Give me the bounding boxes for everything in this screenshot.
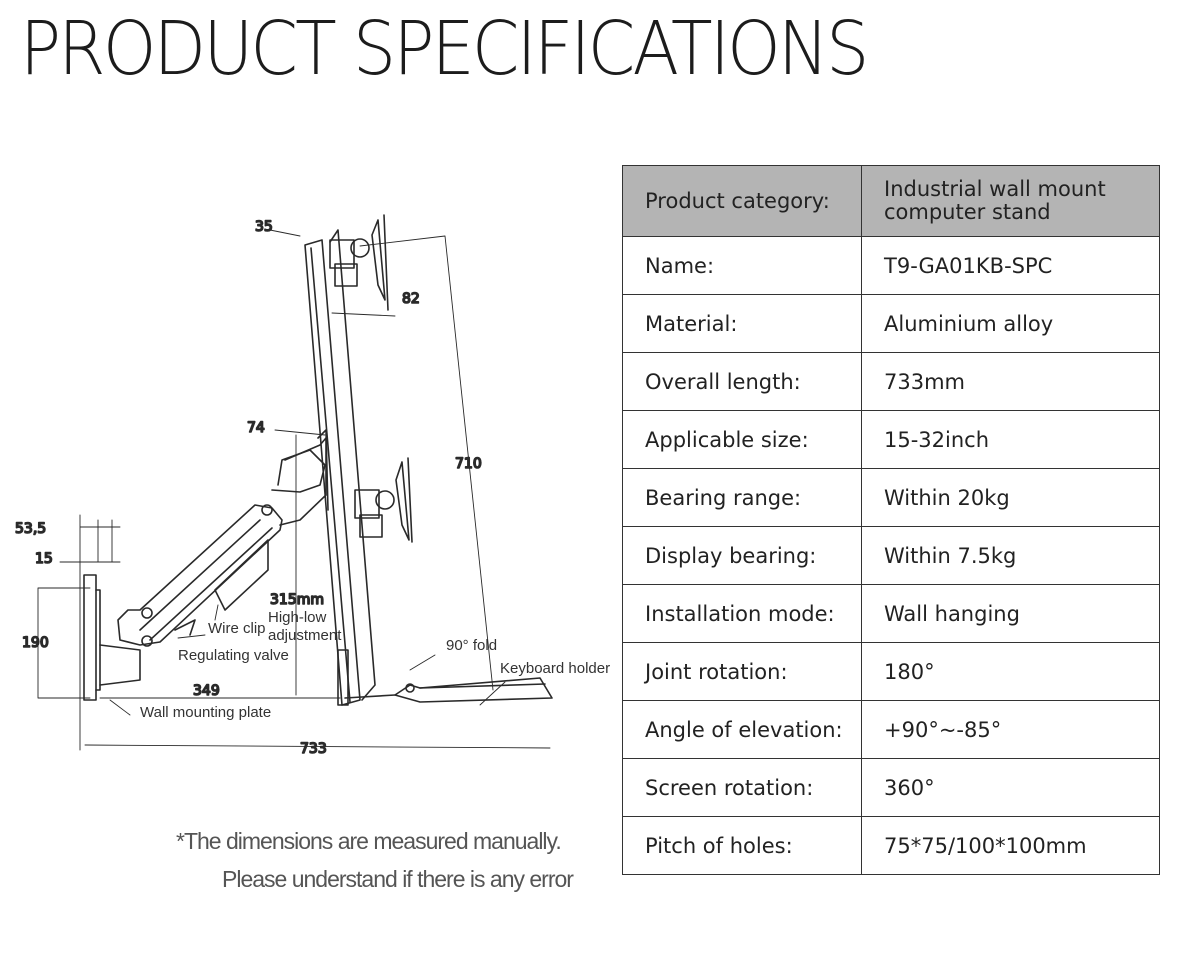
- dim-733: 733: [300, 741, 327, 757]
- spec-value: Aluminium alloy: [861, 294, 1160, 353]
- dim-190: 190: [22, 635, 49, 651]
- spec-value: T9-GA01KB-SPC: [861, 236, 1160, 295]
- measurement-note: *The dimensions are measured manually. P…: [150, 822, 610, 898]
- stand-line-drawing: 35 82 710 74 53,5 15 190 315mm 349 733 H…: [14, 214, 610, 758]
- keyboard-tray-shape: [344, 677, 553, 703]
- spec-label: Bearing range:: [622, 468, 862, 527]
- label-90-fold: 90° fold: [446, 637, 497, 654]
- label-keyboard-holder: Keyboard holder: [500, 660, 610, 677]
- spec-row-pitch-of-holes: Pitch of holes: 75*75/100*100mm: [622, 816, 1160, 875]
- spec-value: Wall hanging: [861, 584, 1160, 643]
- spec-label: Name:: [622, 236, 862, 295]
- spec-value-line-2: computer stand: [884, 200, 1051, 224]
- dim-349: 349: [193, 683, 220, 699]
- dim-74: 74: [247, 420, 265, 436]
- label-wire-clip: Wire clip: [208, 620, 266, 637]
- label-adjustment: adjustment: [268, 627, 342, 644]
- spec-value: Within 7.5kg: [861, 526, 1160, 585]
- spec-label: Overall length:: [622, 352, 862, 411]
- dim-35: 35: [255, 219, 273, 235]
- label-high-low: High-low: [268, 609, 327, 626]
- spec-label: Pitch of holes:: [622, 816, 862, 875]
- dimension-lines: [37, 229, 551, 751]
- label-regulating-valve: Regulating valve: [178, 647, 289, 664]
- spec-row-overall-length: Overall length: 733mm: [622, 352, 1160, 411]
- spec-value: Within 20kg: [861, 468, 1160, 527]
- spec-value: 75*75/100*100mm: [861, 816, 1160, 875]
- spec-row-applicable-size: Applicable size: 15-32inch: [622, 410, 1160, 469]
- page-title: PRODUCT SPECIFICATIONS: [20, 6, 869, 92]
- gas-arm-shape: [117, 504, 283, 647]
- spec-label: Screen rotation:: [622, 758, 862, 817]
- spec-value: 180°: [861, 642, 1160, 701]
- spec-value: +90°~-85°: [861, 700, 1160, 759]
- spec-label: Product category:: [622, 165, 862, 237]
- technical-drawing: 35 82 710 74 53,5 15 190 315mm 349 733 H…: [0, 190, 620, 780]
- spec-value-line-1: Industrial wall mount: [884, 177, 1106, 201]
- spec-row-product-category: Product category: Industrial wall mount …: [622, 165, 1160, 237]
- spec-value: 360°: [861, 758, 1160, 817]
- note-line-1: *The dimensions are measured manually.: [176, 828, 562, 854]
- dim-82: 82: [402, 291, 420, 307]
- spec-label: Installation mode:: [622, 584, 862, 643]
- dim-53-5: 53,5: [15, 521, 46, 537]
- spec-row-material: Material: Aluminium alloy: [622, 294, 1160, 353]
- spec-row-name: Name: T9-GA01KB-SPC: [622, 236, 1160, 295]
- label-wall-mounting-plate: Wall mounting plate: [140, 704, 271, 721]
- dim-710: 710: [455, 456, 482, 472]
- spec-row-bearing-range: Bearing range: Within 20kg: [622, 468, 1160, 527]
- spec-row-screen-rotation: Screen rotation: 360°: [622, 758, 1160, 817]
- spec-row-angle-of-elevation: Angle of elevation: +90°~-85°: [622, 700, 1160, 759]
- spec-value: 15-32inch: [861, 410, 1160, 469]
- spec-row-joint-rotation: Joint rotation: 180°: [622, 642, 1160, 701]
- spec-row-display-bearing: Display bearing: Within 7.5kg: [622, 526, 1160, 585]
- dim-315: 315mm: [270, 592, 324, 608]
- spec-label: Angle of elevation:: [622, 700, 862, 759]
- spec-table: Product category: Industrial wall mount …: [622, 165, 1160, 875]
- arm-joint-shape: [271, 429, 329, 526]
- dim-15: 15: [35, 551, 53, 567]
- spec-label: Joint rotation:: [622, 642, 862, 701]
- monitor-pole-shape: [304, 229, 376, 706]
- note-line-2: Please understand if there is any error: [222, 866, 574, 892]
- lower-vesa-bracket-shape: [354, 457, 413, 543]
- spec-label: Display bearing:: [622, 526, 862, 585]
- upper-vesa-bracket-shape: [329, 214, 389, 311]
- spec-value: Industrial wall mount computer stand: [861, 165, 1160, 237]
- spec-label: Applicable size:: [622, 410, 862, 469]
- spec-label: Material:: [622, 294, 862, 353]
- spec-value: 733mm: [861, 352, 1160, 411]
- spec-row-installation-mode: Installation mode: Wall hanging: [622, 584, 1160, 643]
- wall-plate-shape: [83, 574, 141, 701]
